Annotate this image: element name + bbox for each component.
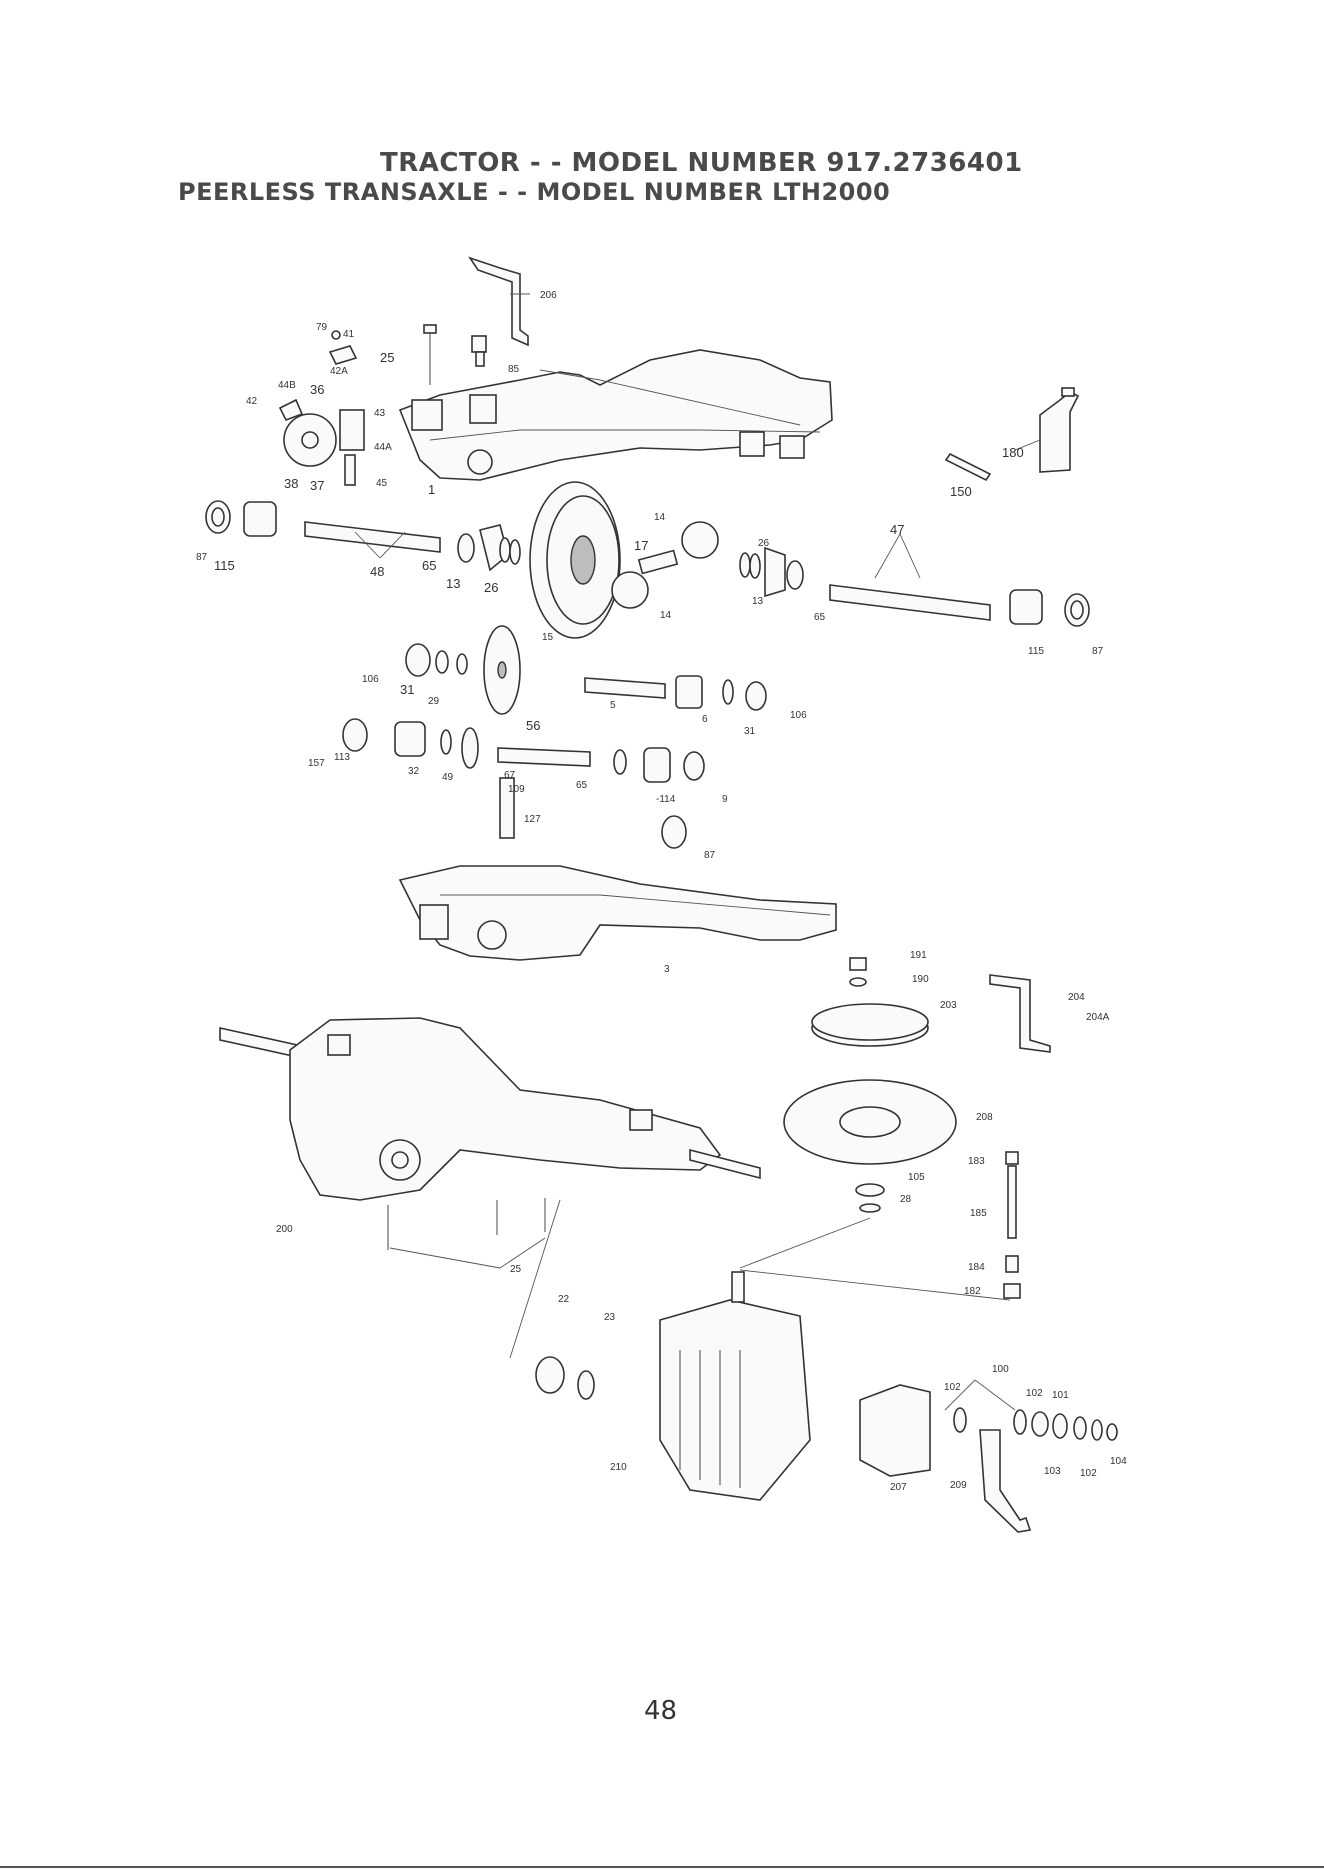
- label-65-b: 65: [814, 612, 826, 623]
- label-29: 29: [428, 696, 440, 707]
- label-87-left: 87: [196, 552, 208, 563]
- label-204: 204: [1068, 992, 1085, 1003]
- label-183: 183: [968, 1156, 985, 1167]
- label-184: 184: [968, 1262, 985, 1273]
- label-48: 48: [370, 564, 384, 579]
- label-47: 47: [890, 522, 904, 537]
- label-210: 210: [610, 1462, 627, 1473]
- label-207: 207: [890, 1482, 907, 1493]
- label-102-a: 102: [944, 1382, 961, 1393]
- label-43: 43: [374, 408, 386, 419]
- label-56: 56: [526, 718, 540, 733]
- label-45: 45: [376, 478, 388, 489]
- label-106-left: 106: [362, 674, 379, 685]
- label-200: 200: [276, 1224, 293, 1235]
- label-44B: 44B: [278, 380, 296, 391]
- page-number: 48: [644, 1696, 678, 1726]
- label-38: 38: [284, 476, 298, 491]
- label-31-left: 31: [400, 682, 414, 697]
- leader-lines: [354, 293, 1041, 1411]
- label-209: 209: [950, 1480, 967, 1491]
- label-31-right: 31: [744, 726, 756, 737]
- label-190: 190: [912, 974, 929, 985]
- label-5: 5: [610, 700, 616, 711]
- label-185: 185: [970, 1208, 987, 1219]
- label-203: 203: [940, 1000, 957, 1011]
- label-41: 41: [343, 329, 355, 340]
- label-115-left: 115: [214, 558, 235, 573]
- label-180: 180: [1002, 445, 1024, 460]
- lower-housing: [398, 865, 837, 961]
- label-13-b: 13: [752, 596, 764, 607]
- label-101: 101: [1052, 1390, 1069, 1401]
- label-14-top: 14: [654, 512, 666, 523]
- label-14-bottom: 14: [660, 610, 672, 621]
- label-25-top: 25: [380, 350, 394, 365]
- label-28: 28: [900, 1194, 912, 1205]
- label-36: 36: [310, 382, 324, 397]
- label-37: 37: [310, 478, 324, 493]
- label-102-b: 102: [1026, 1388, 1043, 1399]
- label-32: 32: [408, 766, 420, 777]
- label-204A: 204A: [1086, 1012, 1110, 1023]
- countershaft-row: [342, 625, 767, 849]
- label-15: 15: [542, 632, 554, 643]
- label-157: 157: [308, 758, 325, 769]
- label-9: 9: [722, 794, 728, 805]
- label-150: 150: [950, 484, 972, 499]
- label-206: 206: [540, 290, 557, 301]
- label-13-a: 13: [446, 576, 460, 591]
- part-labels: 206 79 41 25 85 42A 44B 36 42 43 44A 38 …: [196, 290, 1127, 1493]
- label-79: 79: [316, 322, 328, 333]
- label-42: 42: [246, 396, 258, 407]
- label-208: 208: [976, 1112, 993, 1123]
- label-85: 85: [508, 364, 520, 375]
- label-106-right: 106: [790, 710, 807, 721]
- label-26-b: 26: [758, 538, 770, 549]
- diagram-title: TRACTOR - - MODEL NUMBER 917.2736401: [380, 148, 1023, 178]
- diagram-subtitle: PEERLESS TRANSAXLE - - MODEL NUMBER LTH2…: [178, 178, 891, 206]
- label-182: 182: [964, 1286, 981, 1297]
- label-22: 22: [558, 1294, 570, 1305]
- label-1: 1: [428, 482, 435, 497]
- label-114: -114: [656, 794, 676, 805]
- page-bottom-rule: [0, 1866, 1324, 1868]
- label-102-c: 102: [1080, 1468, 1097, 1479]
- label-65-a: 65: [422, 558, 436, 573]
- bracket-206: [468, 256, 529, 347]
- axle-row: [205, 481, 1090, 639]
- label-17: 17: [634, 538, 648, 553]
- label-127: 127: [524, 814, 541, 825]
- label-44A: 44A: [374, 442, 392, 453]
- hydrostatic-unit: [535, 1271, 811, 1501]
- pulley-fan-stack: [783, 957, 1051, 1299]
- label-67: 67: [504, 770, 516, 781]
- label-25-bottom: 25: [510, 1264, 522, 1275]
- upper-housing: [398, 349, 833, 481]
- top-bolts: [423, 324, 487, 385]
- label-113: 113: [334, 752, 350, 763]
- label-87-bottom: 87: [704, 850, 716, 861]
- label-49: 49: [442, 772, 454, 783]
- label-103: 103: [1044, 1466, 1061, 1477]
- label-42A: 42A: [330, 366, 348, 377]
- label-109: 109: [508, 784, 525, 795]
- label-65-c: 65: [576, 780, 588, 791]
- label-100: 100: [992, 1364, 1009, 1375]
- label-3: 3: [664, 964, 670, 975]
- label-23: 23: [604, 1312, 616, 1323]
- assembled-transaxle: [219, 1017, 761, 1250]
- label-6: 6: [702, 714, 708, 725]
- brake-assembly: [278, 330, 365, 486]
- label-26-a: 26: [484, 580, 498, 595]
- label-104: 104: [1110, 1456, 1127, 1467]
- control-arm-assembly: [859, 1384, 1118, 1533]
- label-115-right: 115: [1028, 646, 1044, 657]
- oil-bottle: [944, 387, 1080, 482]
- label-191: 191: [910, 950, 927, 961]
- label-105: 105: [908, 1172, 925, 1183]
- label-87-right: 87: [1092, 646, 1104, 657]
